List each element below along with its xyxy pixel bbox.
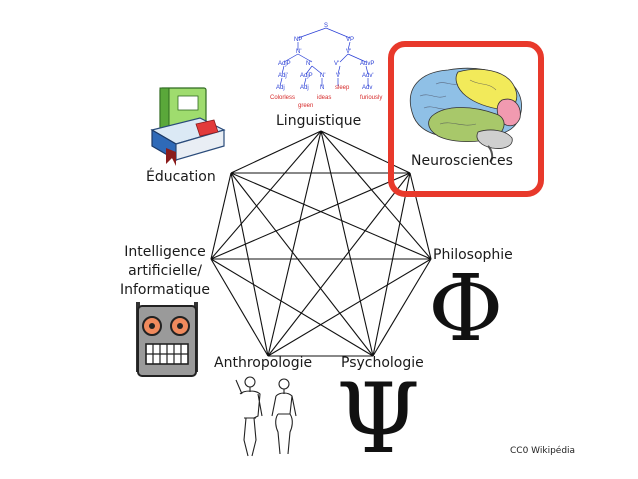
graph-edge: [230, 172, 374, 357]
svg-text:Adv': Adv': [362, 73, 373, 79]
svg-text:N': N': [296, 49, 301, 55]
graph-edge: [267, 130, 322, 357]
human-figures-icon: [235, 376, 297, 457]
svg-text:V': V': [346, 49, 351, 55]
philosophy-symbol-phi: Φ: [428, 255, 503, 362]
node-label-neurosciences: Neurosciences: [411, 153, 513, 169]
svg-text:Adv: Adv: [362, 85, 372, 91]
syntax-tree-icon: [279, 27, 369, 87]
graph-edge: [372, 172, 411, 357]
node-label-intelligence-artificielle: Intelligence artificielle/ Informatique: [114, 243, 216, 300]
label-line-3: Informatique: [120, 282, 210, 298]
syntax-tree-word: ideas: [317, 95, 331, 101]
graph-edge: [409, 172, 432, 260]
graph-edge: [210, 172, 411, 260]
svg-text:AdvP: AdvP: [360, 61, 374, 67]
svg-text:N: N: [320, 85, 324, 91]
graph-edge: [372, 258, 432, 357]
svg-text:N': N': [320, 73, 325, 79]
svg-text:AdjP: AdjP: [300, 73, 313, 79]
syntax-tree-node-labels: S NP VP N' V' AdjP N' V' AdvP Adj' AdjP …: [276, 23, 374, 91]
graph-edge: [210, 130, 322, 260]
svg-text:V': V': [334, 61, 339, 67]
label-line-2: artificielle/: [128, 263, 202, 279]
node-label-psychologie: Psychologie: [341, 355, 424, 371]
graph-edge: [320, 130, 411, 174]
svg-text:Adj: Adj: [300, 85, 309, 91]
neurosciences-highlight-box: [388, 41, 544, 197]
svg-text:Adj: Adj: [276, 85, 285, 91]
graph-edge: [210, 172, 232, 260]
svg-text:NP: NP: [294, 37, 302, 43]
svg-text:Adj': Adj': [278, 73, 288, 79]
node-label-anthropologie: Anthropologie: [214, 355, 313, 371]
graph-edge: [230, 172, 269, 357]
label-line-1: Intelligence: [124, 244, 206, 260]
psychology-symbol-psi: Ψ: [336, 363, 420, 475]
node-label-linguistique: Linguistique: [276, 113, 362, 129]
graph-edge: [267, 258, 432, 357]
node-label-education: Éducation: [146, 169, 216, 185]
svg-text:N': N': [306, 61, 311, 67]
credit-text: CC0 Wikipédia: [510, 446, 576, 456]
graph-edge: [210, 258, 374, 357]
graph-edge: [210, 258, 269, 357]
syntax-tree-word: Colorless: [270, 95, 295, 101]
svg-text:V: V: [336, 73, 340, 79]
graph-edge: [267, 172, 411, 357]
svg-text:S: S: [324, 23, 328, 29]
syntax-tree-word: sleep: [335, 85, 350, 91]
svg-text:VP: VP: [346, 37, 354, 43]
books-icon: [150, 87, 226, 166]
graph-edge: [230, 172, 432, 260]
svg-text:AdjP: AdjP: [278, 61, 291, 67]
brain-icon: [410, 67, 522, 163]
syntax-tree-word: green: [298, 103, 313, 109]
graph-edge: [230, 130, 322, 174]
graph-edges: [210, 130, 432, 357]
graph-edge: [320, 130, 374, 357]
node-label-philosophie: Philosophie: [433, 247, 513, 263]
robot-icon: [136, 302, 198, 377]
graph-edge: [320, 130, 432, 260]
syntax-tree-word: furiously: [360, 95, 382, 101]
